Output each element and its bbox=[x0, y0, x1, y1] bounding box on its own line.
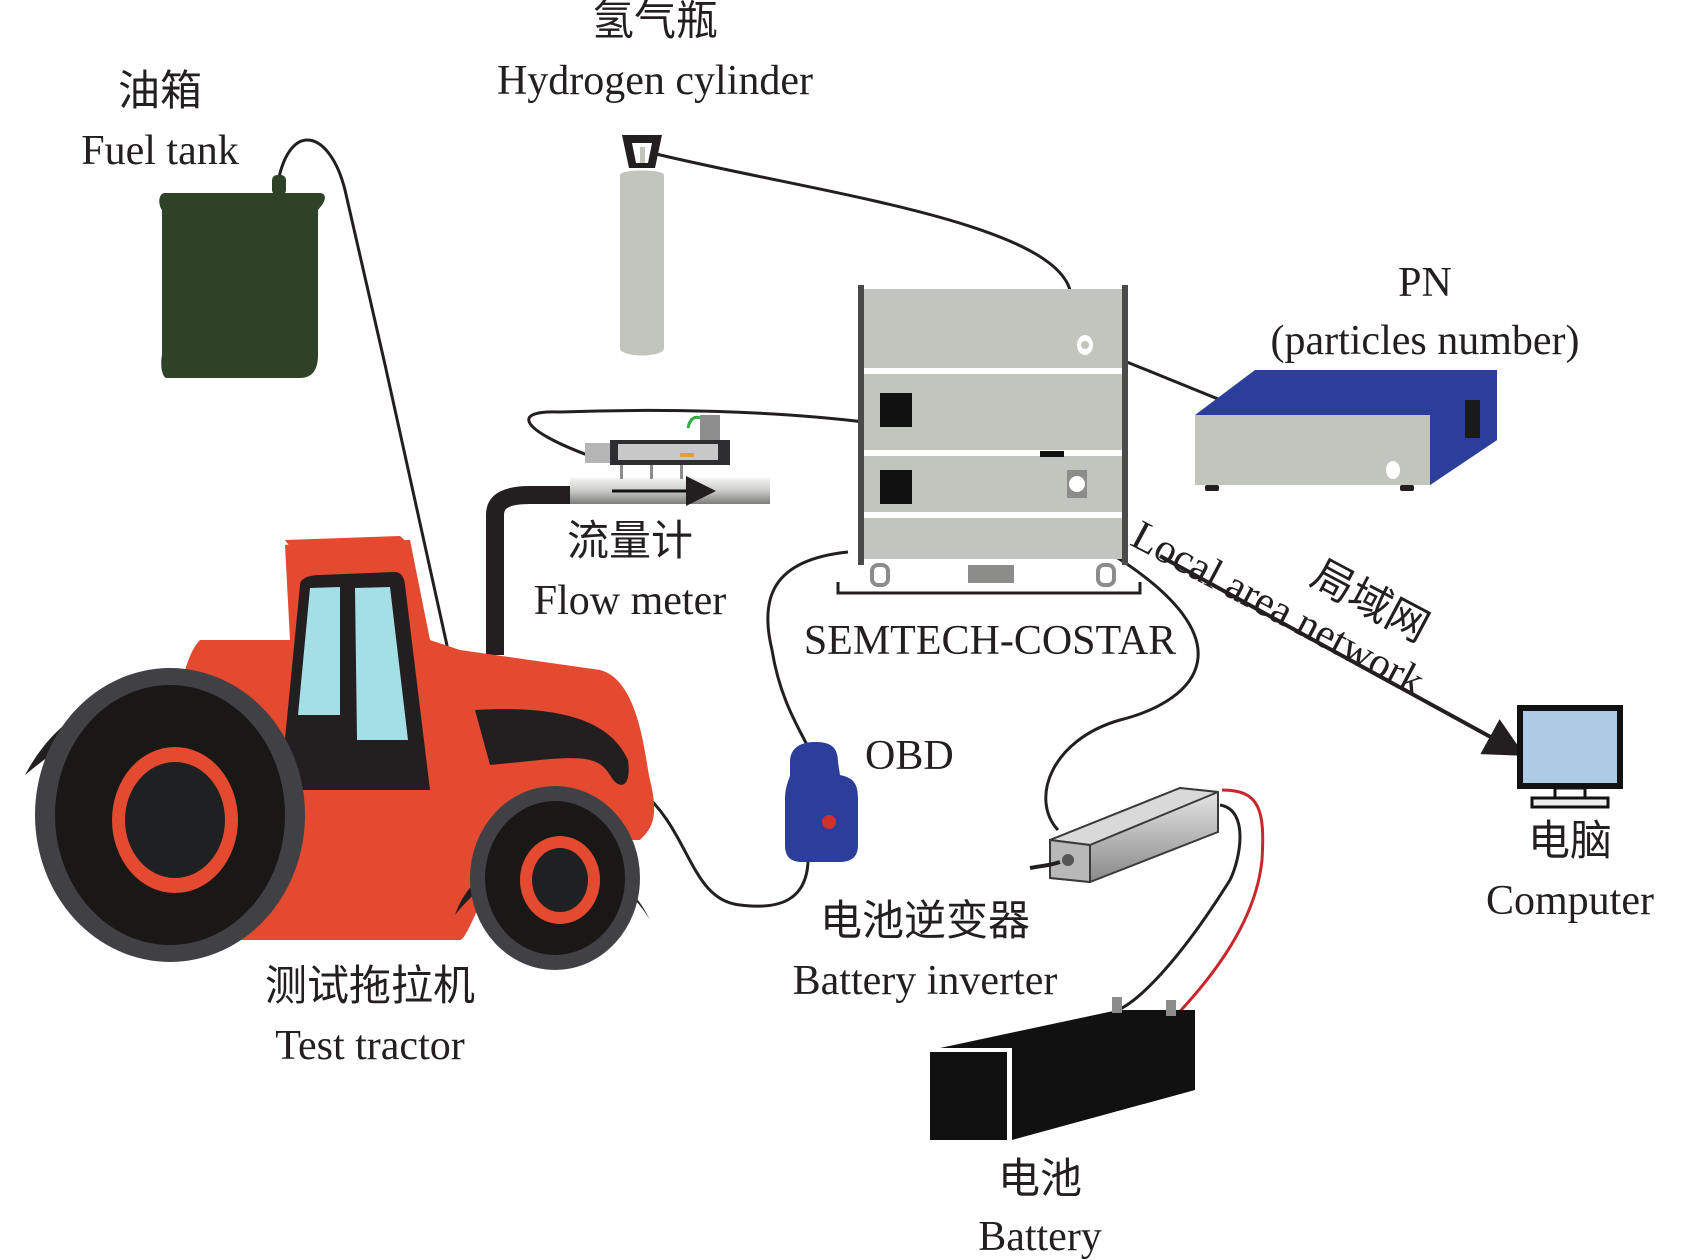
tractor-label-zh: 测试拖拉机 bbox=[264, 961, 475, 1010]
flow-meter-label: 流量计 Flow meter bbox=[510, 516, 750, 624]
obd-label: OBD bbox=[865, 733, 954, 779]
fuel-tank-label-en: Fuel tank bbox=[81, 128, 239, 174]
computer-label-zh: 电脑 bbox=[1527, 816, 1612, 865]
fuel-tank-icon bbox=[159, 175, 325, 378]
battery-red-cable bbox=[1170, 788, 1265, 1022]
hydrogen-cylinder-label: 氢气瓶 Hydrogen cylinder bbox=[460, 0, 850, 102]
tractor-label-en: Test tractor bbox=[275, 1023, 465, 1069]
hydrogen-cylinder-label-en: Hydrogen cylinder bbox=[496, 58, 814, 104]
obd-cable-upper bbox=[766, 550, 849, 748]
lan-arrow bbox=[1159, 554, 1526, 756]
battery-label-en: Battery bbox=[978, 1214, 1102, 1260]
computer-icon bbox=[1517, 705, 1623, 809]
hydrogen-line bbox=[647, 150, 1072, 291]
hydrogen-cylinder-icon bbox=[620, 135, 664, 356]
computer-label: 电脑 Computer bbox=[1470, 816, 1670, 924]
tractor-icon bbox=[25, 536, 655, 970]
pn-label-title: PN bbox=[1398, 260, 1452, 306]
battery-label-zh: 电池 bbox=[997, 1154, 1082, 1203]
pn-analyzer-icon bbox=[1195, 370, 1497, 491]
battery-inverter-icon bbox=[1029, 786, 1219, 884]
fuel-tank-label: 油箱 Fuel tank bbox=[60, 66, 260, 174]
flow-meter-label-en: Flow meter bbox=[533, 578, 727, 624]
battery-label: 电池 Battery bbox=[940, 1154, 1140, 1260]
battery-icon bbox=[930, 997, 1195, 1140]
fuel-tank-label-zh: 油箱 bbox=[117, 66, 202, 115]
semtech-label: SEMTECH-COSTAR bbox=[803, 618, 1177, 664]
fuel-line bbox=[276, 138, 450, 651]
flow-meter-label-zh: 流量计 bbox=[566, 516, 693, 565]
inverter-label-zh: 电池逆变器 bbox=[819, 896, 1030, 945]
inverter-cable bbox=[1044, 551, 1200, 832]
obd-device-icon bbox=[785, 742, 858, 862]
pn-label: PN (particles number) bbox=[1260, 262, 1590, 362]
computer-label-en: Computer bbox=[1486, 878, 1654, 924]
flow-meter-icon bbox=[486, 415, 770, 655]
battery-black-cable bbox=[1117, 803, 1242, 1012]
hydrogen-cylinder-label-zh: 氢气瓶 bbox=[591, 0, 718, 45]
inverter-label: 电池逆变器 Battery inverter bbox=[755, 896, 1095, 1004]
tractor-label: 测试拖拉机 Test tractor bbox=[230, 961, 510, 1069]
pn-label-en: (particles number) bbox=[1270, 318, 1580, 364]
inverter-label-en: Battery inverter bbox=[792, 958, 1058, 1004]
semtech-analyzer-icon bbox=[836, 285, 1142, 595]
